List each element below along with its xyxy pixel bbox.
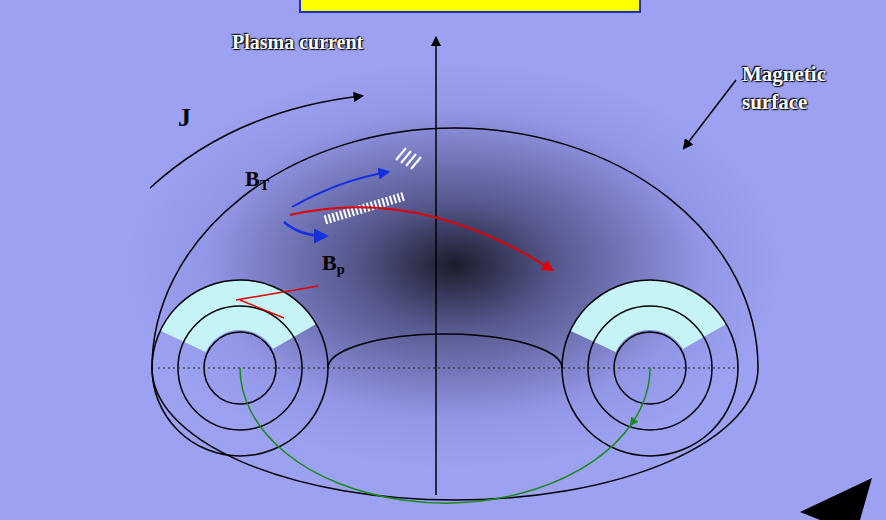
field-symbol: BT <box>245 166 269 194</box>
field-hatch <box>396 148 421 169</box>
radius-line <box>240 300 284 318</box>
current-symbol: J <box>178 102 191 133</box>
radius-line <box>236 286 318 300</box>
title-bar <box>300 0 640 12</box>
midplane-line <box>158 367 738 368</box>
toroidal-field-arrow <box>292 172 388 207</box>
leader-line <box>684 80 736 148</box>
field-symbol: Bp <box>322 250 345 278</box>
page-curl <box>800 478 872 520</box>
current-axis-arrow <box>435 38 437 495</box>
axis-label: Plasma current <box>232 30 363 54</box>
axis-arrow <box>631 368 650 425</box>
poloidal-field-arrow <box>284 222 326 236</box>
axis-line <box>240 368 631 503</box>
surface-label: Magnetic surface <box>742 60 867 117</box>
flux-surfaces <box>152 280 738 456</box>
torus-inner-edge <box>328 334 562 368</box>
